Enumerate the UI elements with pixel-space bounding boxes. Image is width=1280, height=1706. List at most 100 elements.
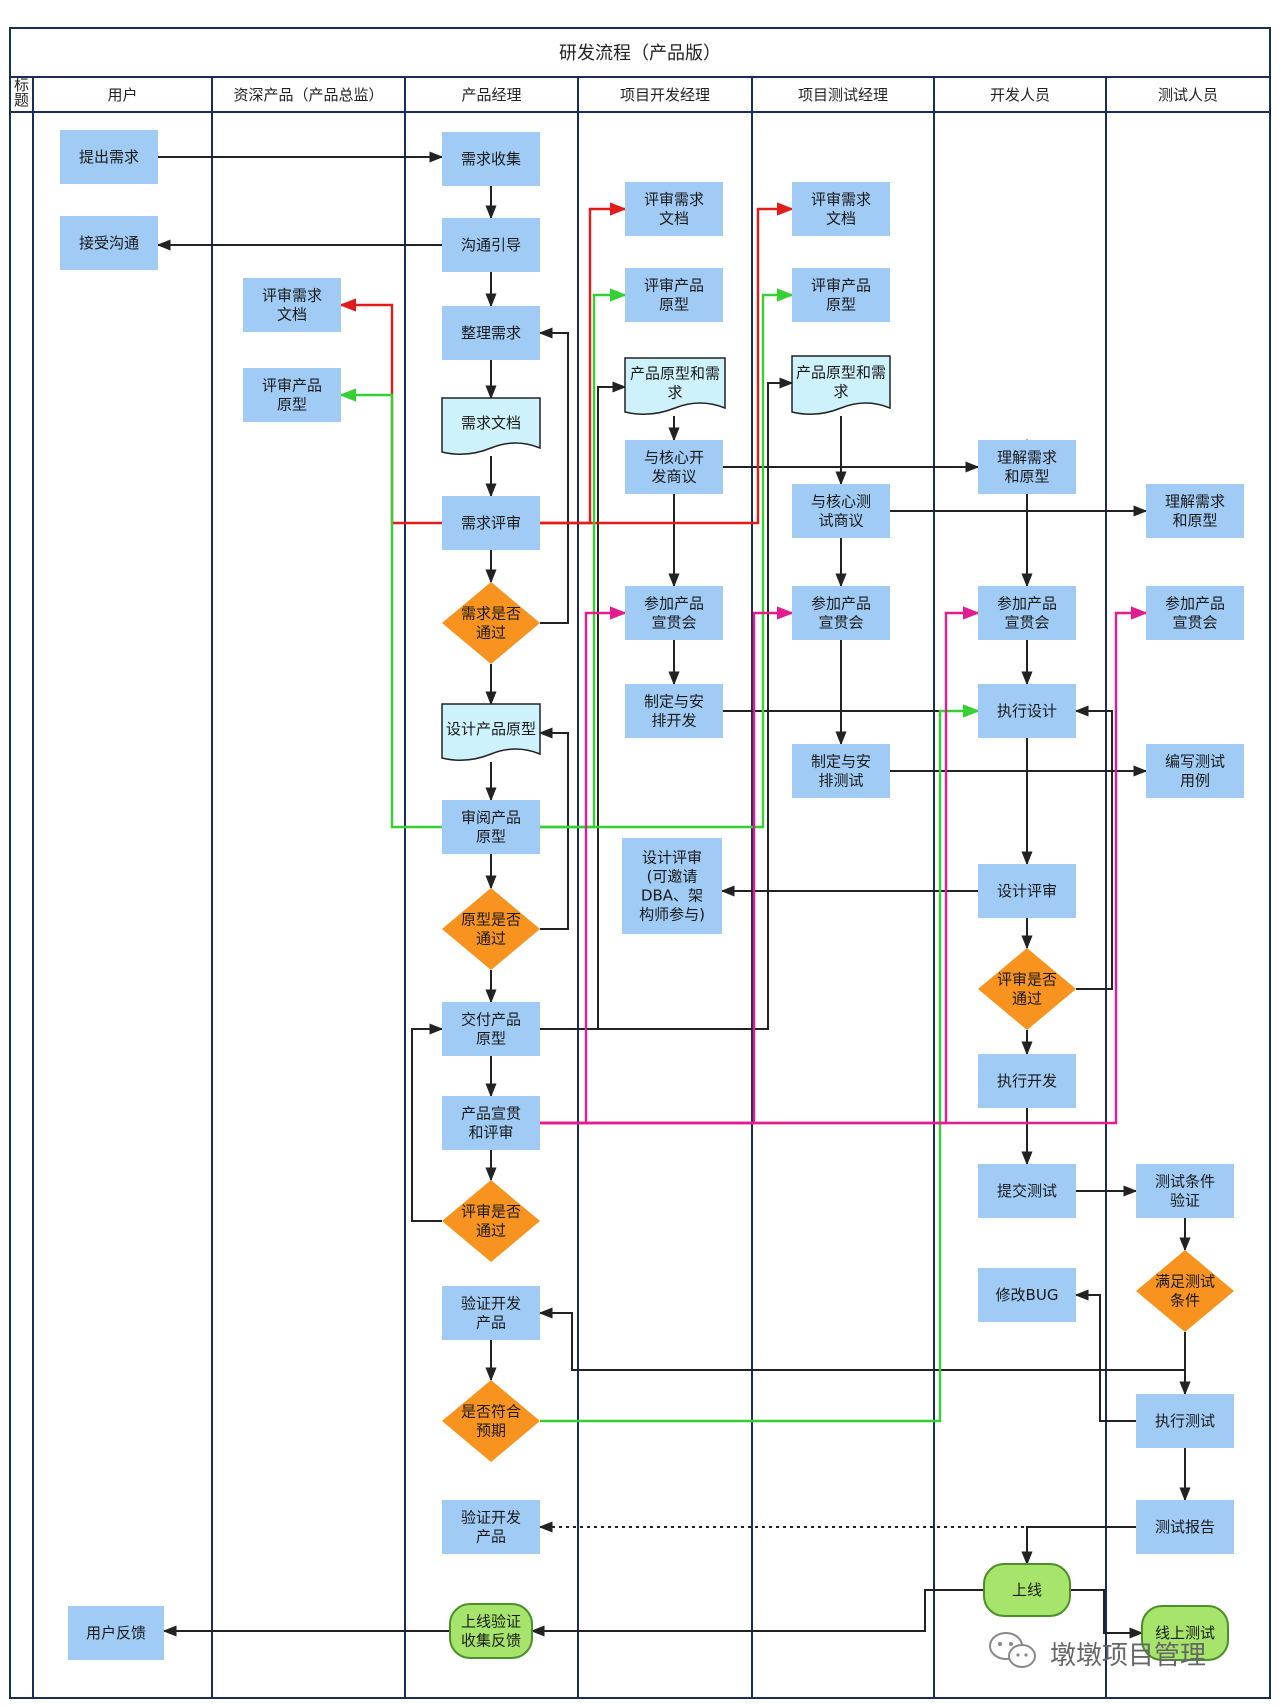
node-label: 产品宣贯和评审	[461, 1105, 521, 1142]
node-pm-read[interactable]: 审阅产品原型	[442, 800, 540, 854]
node-dir-review-proto[interactable]: 评审产品原型	[243, 368, 341, 422]
node-dm-review-doc[interactable]: 评审需求文档	[625, 182, 723, 236]
node-label: 与核心开发商议	[644, 449, 704, 486]
node-tm-discuss[interactable]: 与核心测试商议	[792, 484, 890, 538]
node-qa-cond[interactable]: 满足测试条件	[1136, 1250, 1234, 1332]
node-pm-design[interactable]: 设计产品原型	[441, 703, 541, 761]
node-dev-fix[interactable]: 修改BUG	[978, 1268, 1076, 1322]
node-pm-verify1[interactable]: 验证开发产品	[442, 1286, 540, 1340]
node-pm-organize[interactable]: 整理需求	[442, 306, 540, 360]
node-pm-review[interactable]: 需求评审	[442, 496, 540, 550]
node-dev-submit[interactable]: 提交测试	[978, 1164, 1076, 1218]
process-box	[60, 130, 158, 184]
process-box	[792, 586, 890, 640]
node-pm-pass1[interactable]: 需求是否通过	[442, 582, 540, 664]
watermark-text: 墩墩项目管理	[1050, 1641, 1206, 1671]
node-user-feedback[interactable]: 用户反馈	[68, 1606, 164, 1660]
node-qa-online[interactable]: 线上测试	[1141, 1605, 1229, 1661]
lane-header-director: 资深产品（产品总监）	[233, 86, 383, 104]
node-label: 与核心测试商议	[811, 493, 871, 530]
flow-arrow	[538, 327, 569, 624]
node-tm-join[interactable]: 参加产品宣贯会	[792, 586, 890, 640]
node-tm-plan[interactable]: 制定与安排测试	[792, 744, 890, 798]
flow-arrow	[1070, 1589, 1144, 1639]
node-label: 用户反馈	[86, 1624, 146, 1642]
process-box	[978, 440, 1076, 494]
process-box	[792, 484, 890, 538]
node-pm-collect[interactable]: 需求收集	[442, 132, 540, 186]
node-dev-understand[interactable]: 理解需求和原型	[978, 440, 1076, 494]
node-pm-pass2[interactable]: 原型是否通过	[442, 888, 540, 970]
node-pm-verify2[interactable]: 验证开发产品	[442, 1500, 540, 1554]
node-tm-review-doc[interactable]: 评审需求文档	[792, 182, 890, 236]
proto-review-arrow	[540, 288, 794, 829]
node-label: 上线验证收集反馈	[461, 1613, 521, 1650]
node-pm-pass3[interactable]: 评审是否通过	[442, 1180, 540, 1262]
node-label: 参加产品宣贯会	[997, 595, 1057, 632]
node-label: 参加产品宣贯会	[1165, 595, 1225, 632]
flow-arrow	[538, 1307, 1185, 1371]
node-pm-guide[interactable]: 沟通引导	[442, 218, 540, 272]
node-label: 整理需求	[461, 324, 521, 342]
node-dev-design[interactable]: 执行设计	[978, 684, 1076, 738]
process-box	[622, 838, 722, 934]
node-dev-join[interactable]: 参加产品宣贯会	[978, 586, 1076, 640]
node-qa-understand[interactable]: 理解需求和原型	[1146, 484, 1244, 538]
node-qa-report[interactable]: 测试报告	[1136, 1500, 1234, 1554]
node-label: 接受沟通	[79, 234, 139, 252]
node-label: 评审产品原型	[811, 277, 871, 314]
node-label: 参加产品宣贯会	[811, 595, 871, 632]
node-pm-promo[interactable]: 产品宣贯和评审	[442, 1096, 540, 1150]
process-box	[442, 1286, 540, 1340]
node-pm-doc[interactable]: 需求文档	[441, 397, 541, 455]
node-dir-review-doc[interactable]: 评审需求文档	[243, 278, 341, 332]
lane-header-testmgr: 项目测试经理	[798, 86, 888, 104]
node-label: 设计产品原型	[446, 720, 536, 738]
node-qa-verify[interactable]: 测试条件验证	[1136, 1164, 1234, 1218]
node-dm-join[interactable]: 参加产品宣贯会	[625, 586, 723, 640]
node-pm-online[interactable]: 上线验证收集反馈	[449, 1603, 533, 1659]
node-user-req[interactable]: 提出需求	[60, 130, 158, 184]
process-box	[792, 182, 890, 236]
decision-diamond	[442, 582, 540, 664]
node-label: 执行开发	[997, 1072, 1057, 1090]
node-label: 制定与安排开发	[644, 693, 704, 730]
node-dm-plan[interactable]: 制定与安排开发	[625, 684, 723, 738]
node-dev-online[interactable]: 上线	[983, 1563, 1071, 1617]
node-qa-join[interactable]: 参加产品宣贯会	[1146, 586, 1244, 640]
node-qa-cases[interactable]: 编写测试用例	[1146, 744, 1244, 798]
node-qa-exec[interactable]: 执行测试	[1136, 1394, 1234, 1448]
document-shape	[441, 703, 541, 761]
node-user-comm[interactable]: 接受沟通	[60, 216, 158, 270]
node-pm-deliver[interactable]: 交付产品原型	[442, 1002, 540, 1056]
node-label: 上线	[1012, 1581, 1042, 1599]
process-box	[442, 1096, 540, 1150]
lane-header-dev: 开发人员	[990, 86, 1050, 104]
node-label: 原型是否通过	[461, 911, 521, 948]
node-pm-expect[interactable]: 是否符合预期	[442, 1380, 540, 1462]
node-label: 满足测试条件	[1155, 1273, 1215, 1310]
node-label: 产品原型和需求	[630, 365, 720, 402]
process-box	[442, 218, 540, 272]
node-dev-review[interactable]: 设计评审	[978, 864, 1076, 918]
node-tm-review-proto[interactable]: 评审产品原型	[792, 268, 890, 322]
node-label: 需求评审	[461, 514, 521, 532]
process-box	[442, 1500, 540, 1554]
node-dm-protoreq[interactable]: 产品原型和需求	[624, 357, 726, 415]
node-tm-protoreq[interactable]: 产品原型和需求	[791, 355, 891, 415]
node-label: 编写测试用例	[1165, 753, 1225, 790]
node-label: 参加产品宣贯会	[644, 595, 704, 632]
node-label: 交付产品原型	[461, 1011, 521, 1048]
promo-arrow	[540, 606, 627, 1125]
lane-header-tester: 测试人员	[1158, 86, 1218, 104]
node-label: 修改BUG	[996, 1286, 1059, 1304]
node-dev-exec[interactable]: 执行开发	[978, 1054, 1076, 1108]
node-dm-discuss[interactable]: 与核心开发商议	[625, 440, 723, 494]
node-dev-pass[interactable]: 评审是否通过	[978, 948, 1076, 1030]
node-dm-review-proto[interactable]: 评审产品原型	[625, 268, 723, 322]
flow-arrow	[1074, 705, 1113, 990]
flow-arrow	[540, 377, 794, 1030]
process-box	[442, 306, 540, 360]
